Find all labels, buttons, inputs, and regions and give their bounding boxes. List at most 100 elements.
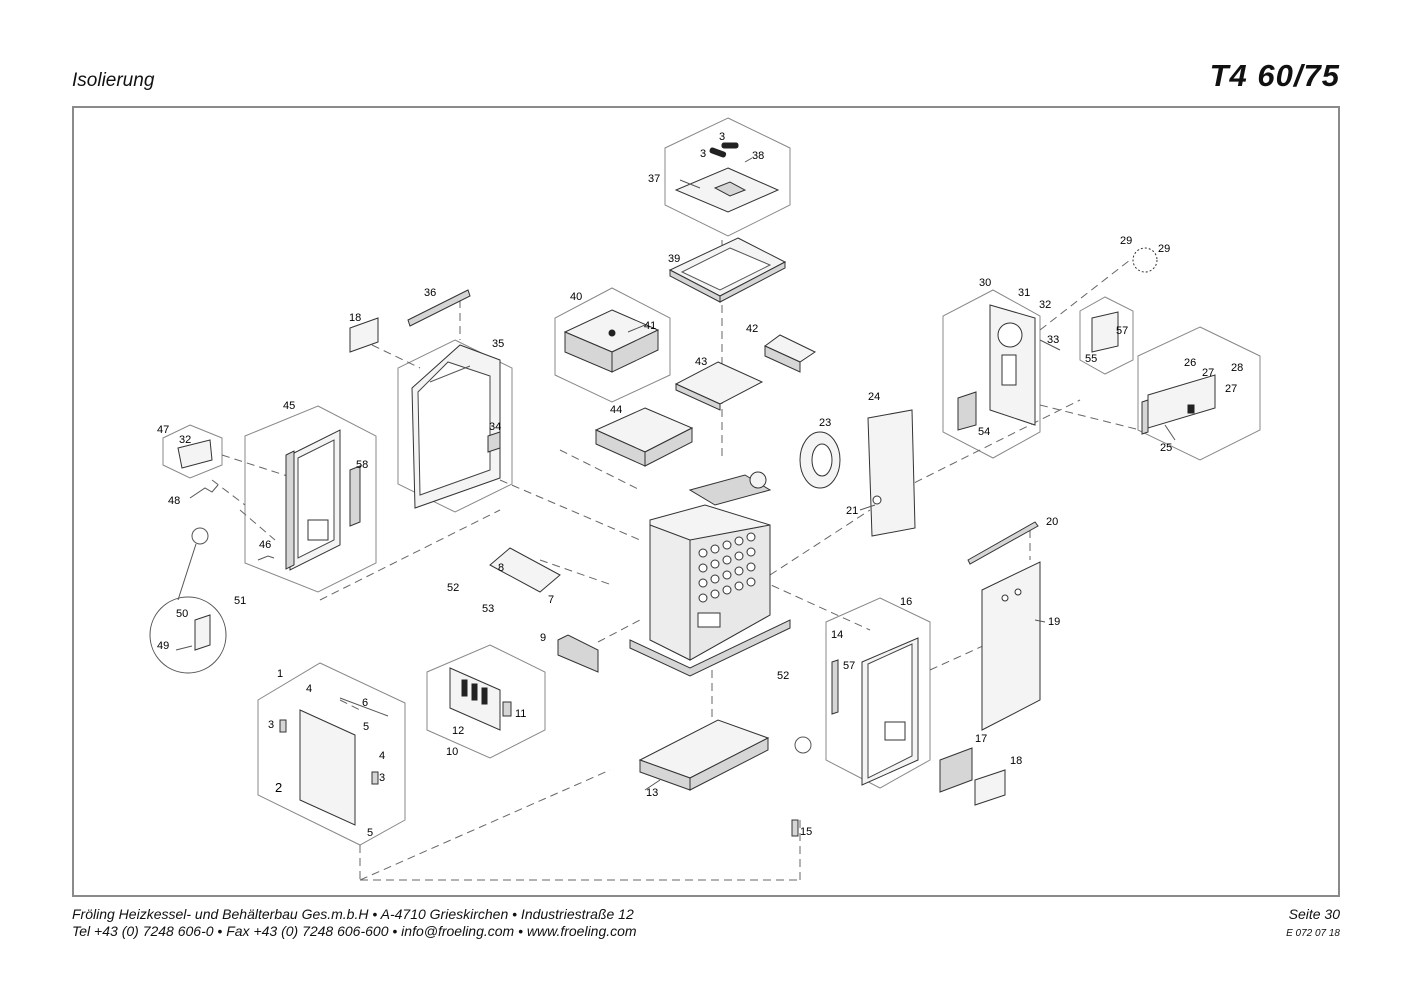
part-40-box bbox=[563, 309, 660, 373]
callout-43: 43 bbox=[695, 356, 707, 368]
callout-2: 2 bbox=[275, 780, 282, 795]
callout-25: 26 bbox=[1184, 357, 1196, 369]
part-23-rear-panel bbox=[867, 409, 916, 537]
callout-3a: 3 bbox=[719, 131, 725, 143]
callout-5b: 5 bbox=[367, 827, 373, 839]
callout-27: 27 bbox=[1225, 383, 1237, 395]
callout-15: 15 bbox=[800, 826, 812, 838]
callout-51a: 51 bbox=[234, 595, 246, 607]
part-16-side-panel bbox=[861, 637, 919, 786]
footer-page: Seite 30 bbox=[1288, 906, 1340, 922]
part-35-side-panel bbox=[411, 344, 501, 509]
callout-56: 58 bbox=[356, 459, 368, 471]
callout-31: 31 bbox=[1018, 287, 1030, 299]
callout-20: 20 bbox=[1046, 516, 1058, 528]
part-53-control-box bbox=[957, 391, 977, 431]
part-2-door bbox=[279, 697, 389, 826]
callout-48: 48 bbox=[168, 495, 180, 507]
part-57-strip bbox=[831, 659, 839, 715]
part-15-clip bbox=[791, 819, 799, 837]
part-17-block bbox=[939, 747, 973, 793]
footer-doc-code: E 072 07 18 bbox=[1286, 928, 1340, 939]
callout-14: 14 bbox=[831, 629, 843, 641]
part-36-rail bbox=[407, 289, 471, 327]
group-outline-35 bbox=[397, 339, 513, 513]
callout-19: 19 bbox=[1048, 616, 1060, 628]
callout-18b: 18 bbox=[1010, 755, 1022, 767]
part-37-top-cover bbox=[674, 142, 780, 213]
part-18b-plate bbox=[974, 769, 1006, 806]
part-boiler-body bbox=[629, 471, 791, 677]
part-34-bracket bbox=[487, 431, 501, 453]
callout-7: 7 bbox=[548, 594, 554, 606]
callout-4b: 4 bbox=[379, 750, 385, 762]
callout-57: 57 bbox=[843, 660, 855, 672]
callout-41: 41 bbox=[644, 320, 656, 332]
callout-30: 30 bbox=[979, 277, 991, 289]
callout-9: 9 bbox=[540, 632, 546, 644]
callout-12: 12 bbox=[452, 725, 464, 737]
callout-49: 49 bbox=[157, 640, 169, 652]
footer-company: Fröling Heizkessel- und Behälterbau Ges.… bbox=[72, 906, 634, 922]
callout-26: 27 bbox=[1202, 367, 1214, 379]
group-outline-37 bbox=[664, 117, 791, 237]
part-46-hinge bbox=[257, 555, 275, 561]
group-outline-40 bbox=[554, 287, 671, 403]
leader-lines bbox=[627, 179, 1176, 791]
callout-38: 38 bbox=[752, 150, 764, 162]
callout-35: 35 bbox=[492, 338, 504, 350]
callout-21: 21 bbox=[846, 505, 858, 517]
part-22-flue-collar bbox=[799, 431, 841, 489]
diagram-frame bbox=[72, 106, 1340, 897]
callout-labels: 3 3 38 37 39 29 29 30 31 32 33 57 55 26 … bbox=[157, 131, 1243, 839]
callout-3b: 3 bbox=[700, 148, 706, 160]
part-29-gasket bbox=[1132, 247, 1158, 273]
part-56-strip bbox=[349, 465, 361, 527]
part-8-channel bbox=[489, 547, 561, 593]
group-outline-24 bbox=[1137, 326, 1261, 461]
group-outline-45 bbox=[244, 405, 377, 593]
callout-8: 8 bbox=[498, 562, 504, 574]
callout-47: 47 bbox=[157, 424, 169, 436]
part-42 bbox=[764, 334, 817, 373]
callout-39: 39 bbox=[668, 253, 680, 265]
part-10-plate bbox=[449, 667, 501, 731]
part-43-plate bbox=[674, 361, 764, 411]
part-19-side-panel bbox=[981, 561, 1041, 731]
callout-32b: 32 bbox=[179, 434, 191, 446]
detail-circle-small bbox=[177, 527, 209, 601]
callout-53: 54 bbox=[978, 426, 990, 438]
callout-10: 10 bbox=[446, 746, 458, 758]
callout-11: 11 bbox=[515, 708, 526, 720]
callout-18a: 18 bbox=[349, 312, 361, 324]
group-outline-10 bbox=[426, 644, 546, 759]
callout-34: 34 bbox=[489, 421, 501, 433]
callout-54: 55 bbox=[1085, 353, 1097, 365]
callout-46: 46 bbox=[259, 539, 271, 551]
callout-16: 16 bbox=[900, 596, 912, 608]
group-outlines bbox=[162, 117, 1261, 846]
group-outline-54 bbox=[1079, 296, 1134, 375]
callout-32a: 32 bbox=[1039, 299, 1051, 311]
callout-28: 28 bbox=[1231, 362, 1243, 374]
part-55-cover bbox=[1091, 311, 1119, 353]
callout-45: 45 bbox=[283, 400, 295, 412]
part-13-base bbox=[638, 719, 770, 791]
callout-40: 40 bbox=[570, 291, 582, 303]
footer-contact: Tel +43 (0) 7248 606-0 • Fax +43 (0) 724… bbox=[72, 923, 637, 939]
callout-33: 33 bbox=[1047, 334, 1059, 346]
group-outline-30 bbox=[942, 289, 1041, 459]
callout-29a: 29 bbox=[1120, 235, 1132, 247]
callout-5a: 5 bbox=[363, 721, 369, 733]
part-47-cover bbox=[177, 439, 213, 469]
callout-52b: 53 bbox=[482, 603, 494, 615]
part-20-rail bbox=[967, 521, 1039, 565]
model-title: T4 60/75 bbox=[1209, 58, 1340, 93]
callout-4a: 4 bbox=[306, 683, 312, 695]
callout-55: 57 bbox=[1116, 325, 1128, 337]
callout-51b: 52 bbox=[777, 670, 789, 682]
callout-6: 6 bbox=[362, 697, 368, 709]
callout-1: 1 bbox=[277, 668, 283, 680]
section-title: Isolierung bbox=[72, 70, 155, 91]
